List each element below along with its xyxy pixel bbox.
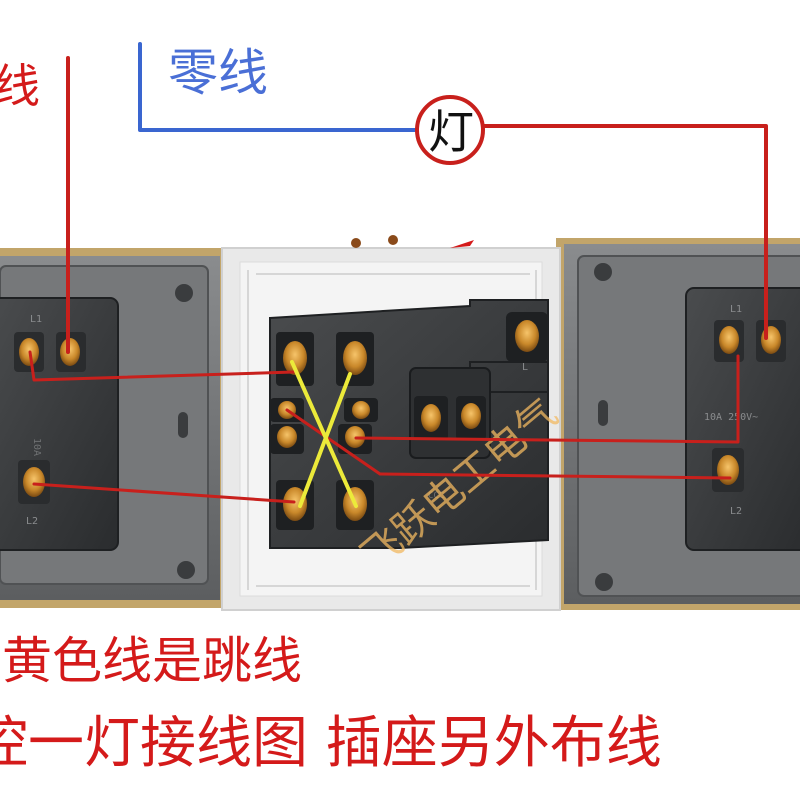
screw-terminal-icon	[714, 320, 744, 362]
jumper-wire-b	[298, 372, 352, 508]
screw-terminal-icon	[344, 398, 378, 422]
wires	[28, 42, 768, 508]
screw-terminal-icon	[414, 396, 448, 440]
left-side-slot	[178, 412, 188, 438]
jumper-note: 黄色线是跳线	[2, 632, 302, 690]
wire-neutral	[138, 42, 420, 132]
left-terminal-l2-label: L2	[26, 516, 38, 527]
screw-terminal-icon	[456, 396, 486, 440]
wire-left-l1-to-middle	[28, 350, 296, 382]
middle-switch-plate: CCC L	[221, 235, 561, 611]
left-mount-hole-top	[175, 284, 193, 302]
left-terminal-l1-label: L1	[30, 314, 42, 325]
left-switch-plate: 10A 250V~ L1 L2	[0, 248, 230, 608]
screw-terminal-icon	[18, 460, 50, 504]
right-switch-plate: 10A 250V~ L1 L2	[556, 238, 800, 610]
middle-terminal-l-label: L	[522, 362, 528, 373]
right-terminal-l1-label: L1	[730, 304, 742, 315]
screw-terminal-icon	[336, 332, 374, 386]
right-rating-text: 10A 250V~	[704, 412, 758, 423]
middle-ccc-mark: CCC	[428, 491, 444, 501]
red-arrow-mark	[450, 240, 474, 248]
right-side-slot	[598, 400, 608, 426]
jumper-wire-a	[290, 360, 358, 508]
screw-terminal-icon	[712, 448, 744, 492]
screw-terminal-icon	[756, 320, 786, 362]
diagram-caption: 控一灯接线图 插座另外布线	[0, 711, 662, 776]
screw-terminal-icon	[276, 332, 314, 386]
decor-dot-right	[388, 235, 398, 245]
lamp-circle	[415, 95, 485, 165]
live-wire-label: 线	[0, 59, 40, 113]
wire-left-l2-to-middle	[32, 482, 296, 504]
neutral-wire-label: 零线	[168, 44, 268, 102]
wire-lamp-to-right	[482, 124, 768, 340]
right-mount-hole-top	[594, 263, 612, 281]
screw-terminal-icon	[270, 424, 304, 454]
right-terminal-l2-label: L2	[730, 506, 742, 517]
screw-terminal-icon	[506, 312, 548, 362]
wire-middle-to-right-l2	[285, 408, 732, 480]
left-mount-hole-bottom	[177, 561, 195, 579]
screw-terminal-icon	[56, 332, 86, 372]
lamp-label: 灯	[428, 105, 474, 159]
wire-middle-to-right-l1	[354, 354, 740, 444]
right-mount-hole-bottom	[595, 573, 613, 591]
decor-dot-left	[351, 238, 361, 248]
lamp-symbol-icon	[415, 95, 485, 165]
